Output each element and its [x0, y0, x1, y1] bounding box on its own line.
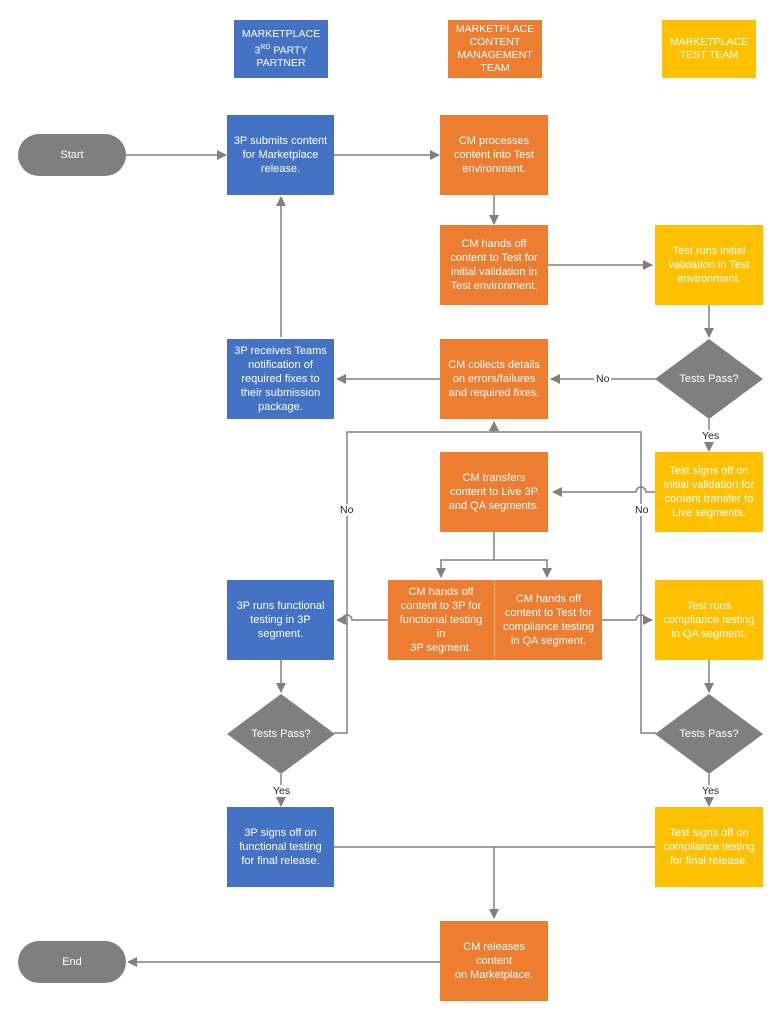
- label-no-left: No: [338, 504, 356, 516]
- decision-diamond-right: [655, 694, 763, 774]
- step-cm-handoff-test: CM hands off content to Test for initial…: [440, 225, 548, 305]
- step-3p-functional-testing: 3P runs functional testing in 3P segment…: [227, 580, 334, 660]
- start-terminal: Start: [18, 134, 126, 176]
- step-cm-handoff-compliance: CM hands off content to Test for complia…: [495, 580, 602, 660]
- label-yes-right: Yes: [700, 785, 722, 797]
- lane-header-partner-line1: MARKETPLACE: [241, 27, 321, 40]
- step-3p-signoff-functional: 3P signs off on functional testing for f…: [227, 807, 334, 887]
- step-cm-releases: CM releases content on Marketplace.: [440, 921, 548, 1001]
- step-3p-receives-notification: 3P receives Teams notification of requir…: [227, 339, 334, 419]
- arrow-left-no-loop: [334, 421, 499, 734]
- decision-diamond-1: [655, 339, 763, 419]
- arrow-handoff-to-compliance: [602, 614, 653, 625]
- end-terminal: End: [18, 941, 126, 983]
- lane-header-partner-sup: RD: [260, 43, 271, 51]
- lane-header-cm: MARKETPLACE CONTENT MANAGEMENT TEAM: [448, 20, 542, 78]
- decision-diamond-left: [227, 694, 335, 774]
- label-yes-left: Yes: [271, 785, 293, 797]
- lane-header-partner-line3: PARTNER: [256, 57, 306, 70]
- arrow-transfer-split: [436, 532, 495, 578]
- step-cm-collects-details: CM collects details on errors/failures a…: [440, 339, 548, 419]
- arrow-right-no-loop: [494, 431, 656, 734]
- step-test-compliance-testing: Test runs compliance testing in QA segme…: [655, 580, 763, 660]
- arrow-transfer-split-right: [494, 559, 552, 578]
- lane-header-partner-num: 3: [254, 44, 261, 57]
- decision-tests-pass-1: Tests Pass?: [679, 373, 739, 385]
- lane-header-partner-rest: PARTY: [270, 44, 308, 57]
- step-cm-handoff-3p: CM hands off content to 3P for functiona…: [388, 580, 495, 660]
- arrow-signoff-to-transfer: [552, 486, 655, 497]
- step-cm-processes: CM processes content into Test environme…: [440, 115, 548, 195]
- step-test-initial-validation: Test runs initial validation in Test env…: [655, 225, 763, 305]
- step-cm-transfers: CM transfers content to Live 3P and QA s…: [440, 452, 548, 532]
- step-test-signoff-compliance: Test signs off on compliance testing for…: [655, 807, 763, 887]
- step-test-signoff-initial: Test signs off on initial validation for…: [655, 452, 763, 532]
- label-no-right: No: [633, 504, 651, 516]
- step-3p-submits: 3P submits content for Marketplace relea…: [227, 115, 334, 195]
- lane-header-partner: MARKETPLACE 3RD PARTY PARTNER: [234, 20, 328, 78]
- lane-header-test: MARKETPLACE TEST TEAM: [662, 20, 756, 78]
- decision-tests-pass-right: Tests Pass?: [679, 728, 739, 740]
- arrow-handoff3p-to-functional: [336, 614, 388, 625]
- label-yes-1: Yes: [700, 430, 722, 442]
- label-no-1: No: [594, 373, 612, 385]
- decision-tests-pass-left: Tests Pass?: [251, 728, 311, 740]
